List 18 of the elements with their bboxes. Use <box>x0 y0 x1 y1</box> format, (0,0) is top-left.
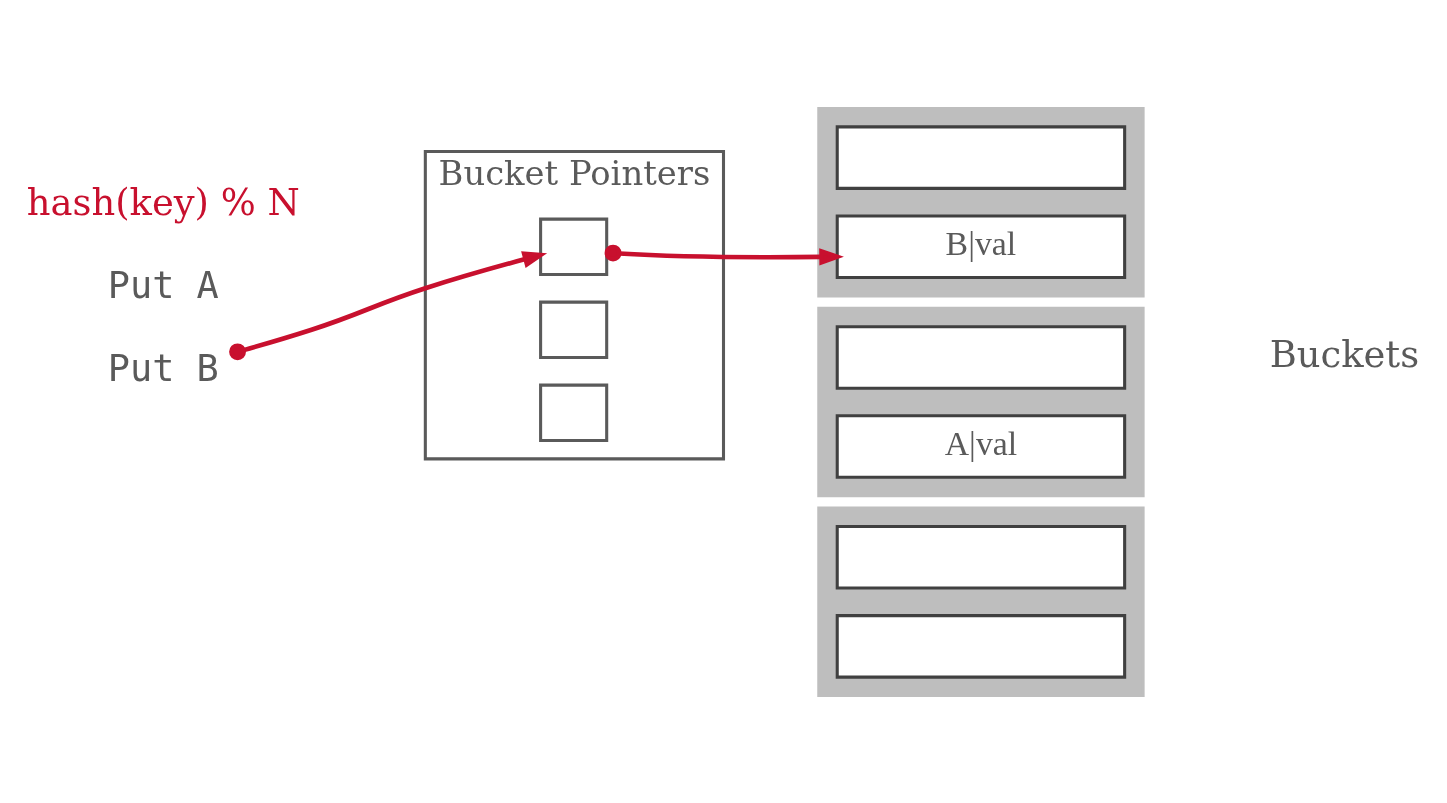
node-text: Put B <box>107 346 219 390</box>
node-box: B|val <box>835 214 1127 279</box>
node-box <box>539 217 609 276</box>
node-box <box>539 383 609 442</box>
cluster <box>817 506 1145 697</box>
arrow <box>604 244 844 266</box>
node-box <box>835 613 1127 679</box>
cluster <box>817 306 1145 497</box>
cluster: Bucket Pointers <box>423 149 726 460</box>
node-box <box>835 124 1127 190</box>
label: hash(key) % N <box>26 180 300 224</box>
node-text: Put A <box>107 263 219 307</box>
node-box <box>835 324 1127 390</box>
label: Buckets <box>1269 332 1420 376</box>
node-box: A|val <box>835 413 1127 479</box>
node-box <box>539 300 609 359</box>
node-box <box>835 524 1127 589</box>
arrow <box>229 250 548 360</box>
